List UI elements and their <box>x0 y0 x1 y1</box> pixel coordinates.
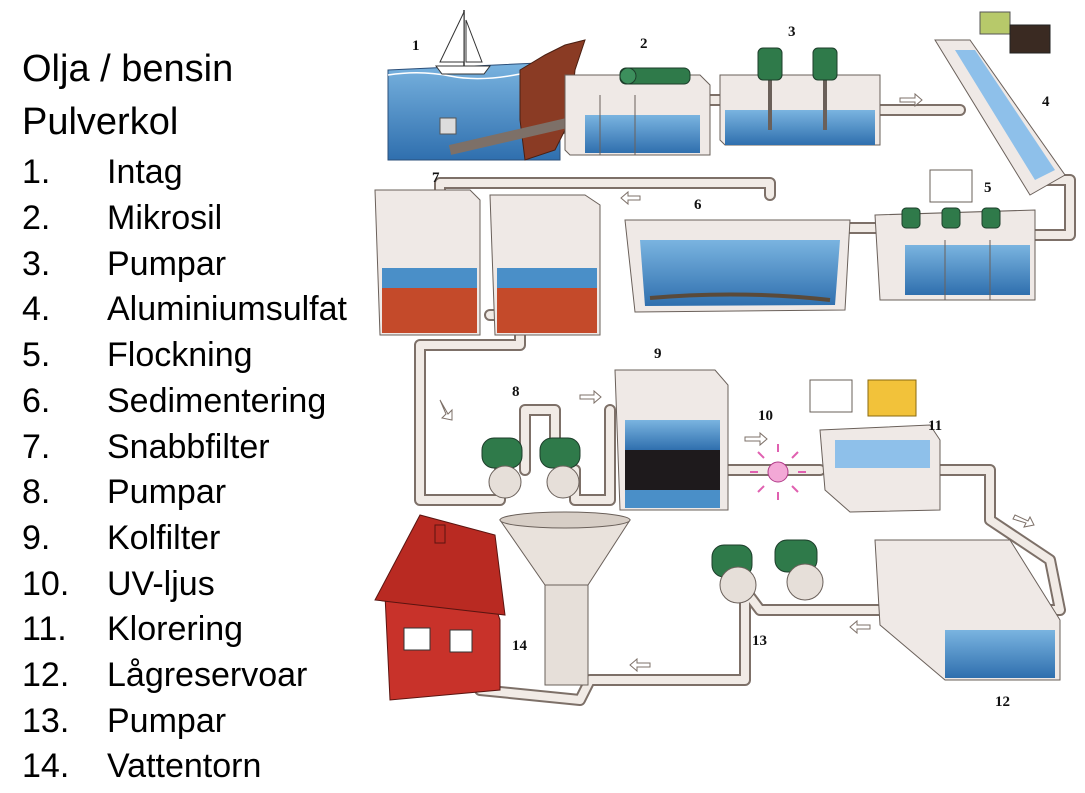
legend-label: Mikrosil <box>107 199 223 237</box>
mixer-motor-icon <box>941 207 961 229</box>
pump-unit <box>711 544 757 604</box>
legend-number: 12. <box>22 656 70 694</box>
legend-label: Klorering <box>107 610 244 648</box>
pump-unit <box>539 437 581 499</box>
diagram-number: 4 <box>1042 94 1050 110</box>
legend-label: Pumpar <box>107 245 227 283</box>
low-reservoir <box>874 539 1061 681</box>
legend-label: Flockning <box>107 336 253 374</box>
mixer-motor-icon <box>981 207 1001 229</box>
diagram-number: 5 <box>984 180 992 196</box>
legend-label: Kolfilter <box>107 519 221 557</box>
diagram-number: 14 <box>512 638 528 654</box>
diagram-number: 8 <box>512 384 520 400</box>
legend-number: 10. <box>22 565 70 603</box>
pump-unit <box>481 437 523 499</box>
house-icon <box>374 514 506 701</box>
diagram-number: 10 <box>758 408 773 424</box>
legend-label: Lågreservoar <box>107 656 308 694</box>
diagram-number: 7 <box>432 170 440 186</box>
diagram-number: 13 <box>752 633 767 649</box>
diagram-number: 11 <box>928 418 942 434</box>
rapid-filter <box>489 194 601 336</box>
carbon-filter <box>614 369 729 511</box>
uv-lamp-icon <box>750 444 806 500</box>
diagram-number: 9 <box>654 346 662 362</box>
legend-number: 6. <box>22 382 51 420</box>
legend-label: Aluminiumsulfat <box>107 290 347 328</box>
legend-number: 4. <box>22 290 51 328</box>
alum-chute <box>934 11 1066 196</box>
diagram-number: 1 <box>412 38 420 54</box>
legend-panel: Olja / bensin Pulverkol 1. Intag 2. Mikros… <box>0 0 380 789</box>
flocculation-tank <box>874 169 1036 301</box>
legend-number: 11. <box>22 610 67 648</box>
legend-label: Pumpar <box>107 702 227 740</box>
mixer-motor-icon <box>901 207 921 229</box>
rapid-filter <box>374 189 481 336</box>
microsieve-tank <box>564 67 711 156</box>
legend-number: 1. <box>22 153 51 191</box>
sedimentation-basin <box>624 219 851 313</box>
pump-motor-icon <box>812 47 838 81</box>
water-treatment-diagram: 1 2 3 4 5 6 7 8 9 10 11 12 13 14 <box>374 10 1076 710</box>
coal-heading: Pulverkol <box>22 101 179 143</box>
legend-label: Vattentorn <box>107 747 262 785</box>
diagram-number: 3 <box>788 24 796 40</box>
legend-label: Snabbfilter <box>107 428 270 466</box>
fuel-heading: Olja / bensin <box>22 48 234 90</box>
legend-number: 9. <box>22 519 51 557</box>
chlorination-tank <box>809 379 941 513</box>
diagram-number: 12 <box>995 694 1010 710</box>
water-tower <box>499 511 631 686</box>
intake-lake <box>387 39 586 161</box>
pump-unit <box>774 539 824 601</box>
legend-number: 5. <box>22 336 51 374</box>
pump-basin <box>719 74 881 146</box>
legend-label: Pumpar <box>107 473 227 511</box>
legend-number: 8. <box>22 473 51 511</box>
flow-arrows <box>439 92 1035 673</box>
diagram-number: 6 <box>694 197 702 213</box>
legend-number: 7. <box>22 428 51 466</box>
legend-label: Intag <box>107 153 183 191</box>
legend-number: 3. <box>22 245 51 283</box>
legend-label: UV-ljus <box>107 565 215 603</box>
pump-motor-icon <box>757 47 783 81</box>
diagram-step-numbers: 1 2 3 4 5 6 7 8 9 10 11 12 13 14 <box>412 24 1050 710</box>
legend-number: 14. <box>22 747 70 785</box>
sailboat-icon <box>435 10 491 75</box>
legend-label: Sedimentering <box>107 382 327 420</box>
legend-number: 2. <box>22 199 51 237</box>
legend-number: 13. <box>22 702 70 740</box>
diagram-number: 2 <box>640 36 648 52</box>
